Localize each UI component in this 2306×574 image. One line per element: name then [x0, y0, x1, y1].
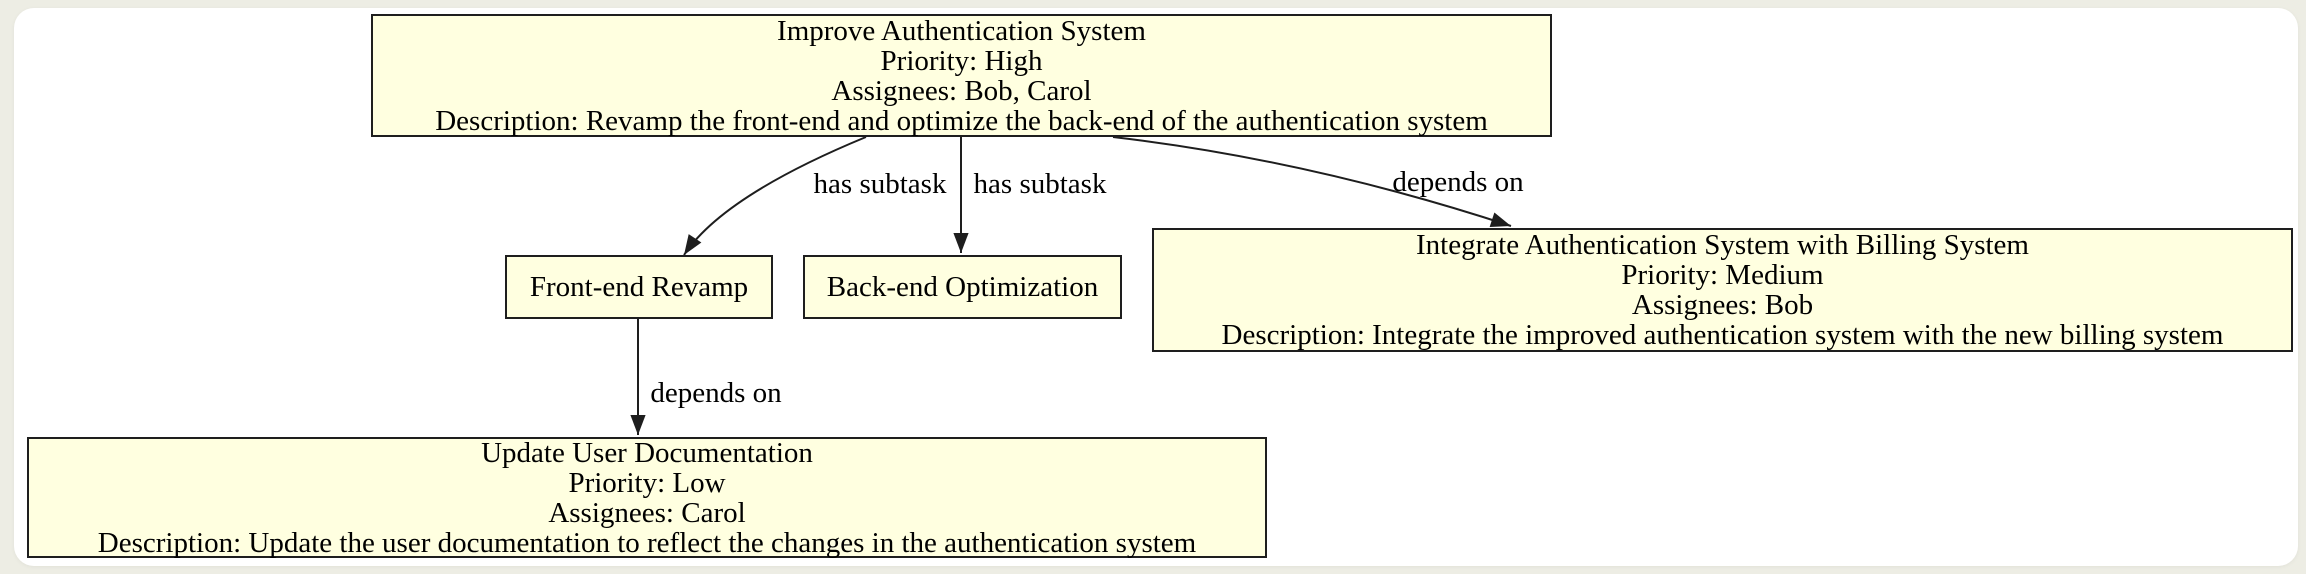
node-title: Front-end Revamp	[529, 271, 749, 303]
node-description: Description: Revamp the front-end and op…	[435, 104, 1488, 137]
node-integrate-authentication-with-billing: Integrate Authentication System with Bil…	[1152, 228, 2293, 352]
edge-label-has-subtask-1: has subtask	[814, 168, 947, 200]
node-assignees: Assignees: Carol	[548, 496, 746, 529]
node-assignees: Assignees: Bob, Carol	[831, 74, 1092, 107]
node-improve-authentication-system: Improve Authentication System Priority: …	[371, 14, 1552, 137]
edge-label-depends-on-right: depends on	[1392, 166, 1524, 198]
edge-label-depends-on-left: depends on	[650, 377, 782, 409]
node-description: Description: Update the user documentati…	[97, 526, 1197, 559]
node-assignees: Assignees: Bob	[1631, 289, 1814, 321]
edge-label-has-subtask-2: has subtask	[974, 168, 1107, 200]
node-update-user-documentation: Update User Documentation Priority: Low …	[27, 437, 1267, 558]
node-title: Integrate Authentication System with Bil…	[1416, 229, 2029, 261]
node-priority: Priority: Medium	[1621, 259, 1824, 291]
node-priority: Priority: High	[880, 44, 1043, 77]
edge-improve-to-frontend-arrow	[683, 136, 867, 256]
node-title: Update User Documentation	[481, 436, 813, 469]
edge-improve-to-integrate-arrow	[1112, 136, 1512, 227]
node-priority: Priority: Low	[568, 466, 726, 499]
node-back-end-optimization: Back-end Optimization	[803, 255, 1122, 319]
node-front-end-revamp: Front-end Revamp	[505, 255, 773, 319]
node-description: Description: Integrate the improved auth…	[1221, 319, 2224, 351]
node-title: Back-end Optimization	[826, 271, 1099, 303]
node-title: Improve Authentication System	[777, 14, 1146, 47]
